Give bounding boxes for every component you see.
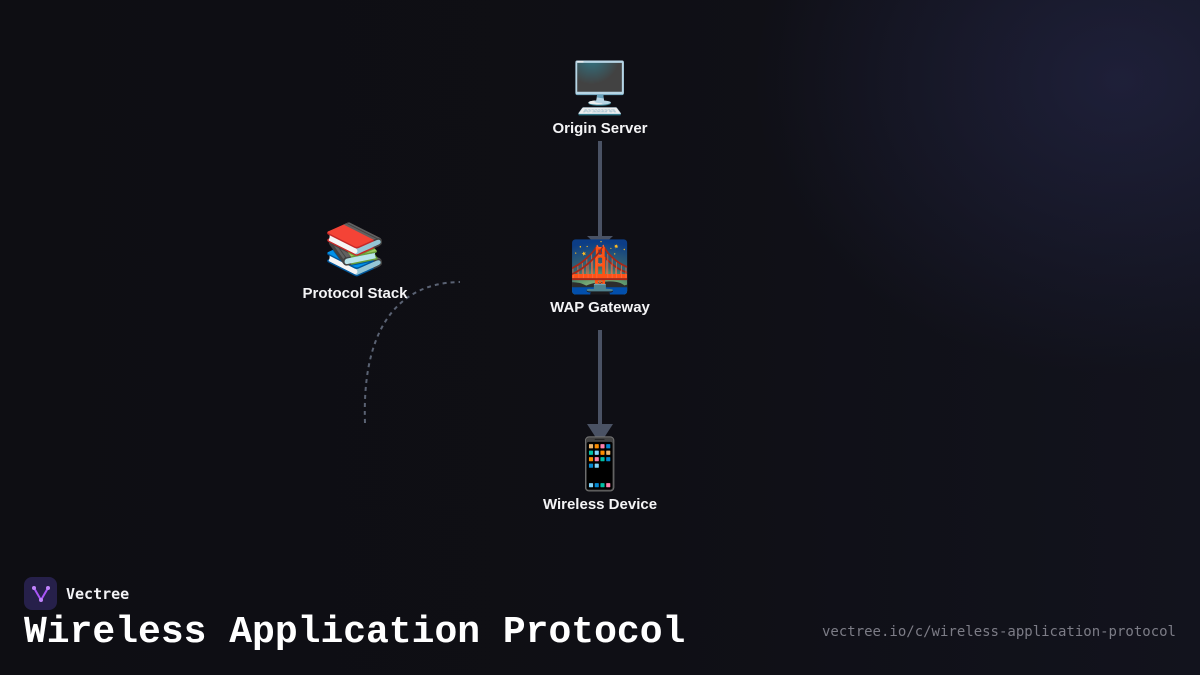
page-title: Wireless Application Protocol [24, 611, 686, 654]
node-wireless-device[interactable]: 📱 Wireless Device [510, 436, 690, 514]
node-label: WAP Gateway [550, 299, 650, 316]
node-wap-gateway[interactable]: 🌉 WAP Gateway [510, 239, 690, 317]
node-protocol-stack[interactable]: 📚 Protocol Stack [265, 221, 445, 303]
node-label: Wireless Device [542, 496, 658, 513]
node-label: Origin Server [552, 120, 648, 137]
source-url[interactable]: vectree.io/c/wireless-application-protoc… [821, 624, 1176, 640]
brand[interactable]: Vectree [24, 577, 129, 610]
mobile-phone-icon: 📱 [568, 436, 632, 492]
edge-gateway-to-device-arrowhead [587, 424, 613, 444]
node-label: Protocol Stack [302, 285, 408, 302]
edge-stack-to-gateway-dashed [363, 281, 461, 424]
brand-name: Vectree [66, 584, 130, 603]
vectree-logo-icon [24, 577, 57, 610]
books-icon: 📚 [323, 221, 387, 277]
desktop-computer-icon: 🖥️ [568, 60, 632, 116]
bridge-at-night-icon: 🌉 [568, 239, 632, 295]
node-origin-server[interactable]: 🖥️ Origin Server [510, 60, 690, 138]
edge-origin-to-gateway-arrowhead [587, 236, 613, 248]
